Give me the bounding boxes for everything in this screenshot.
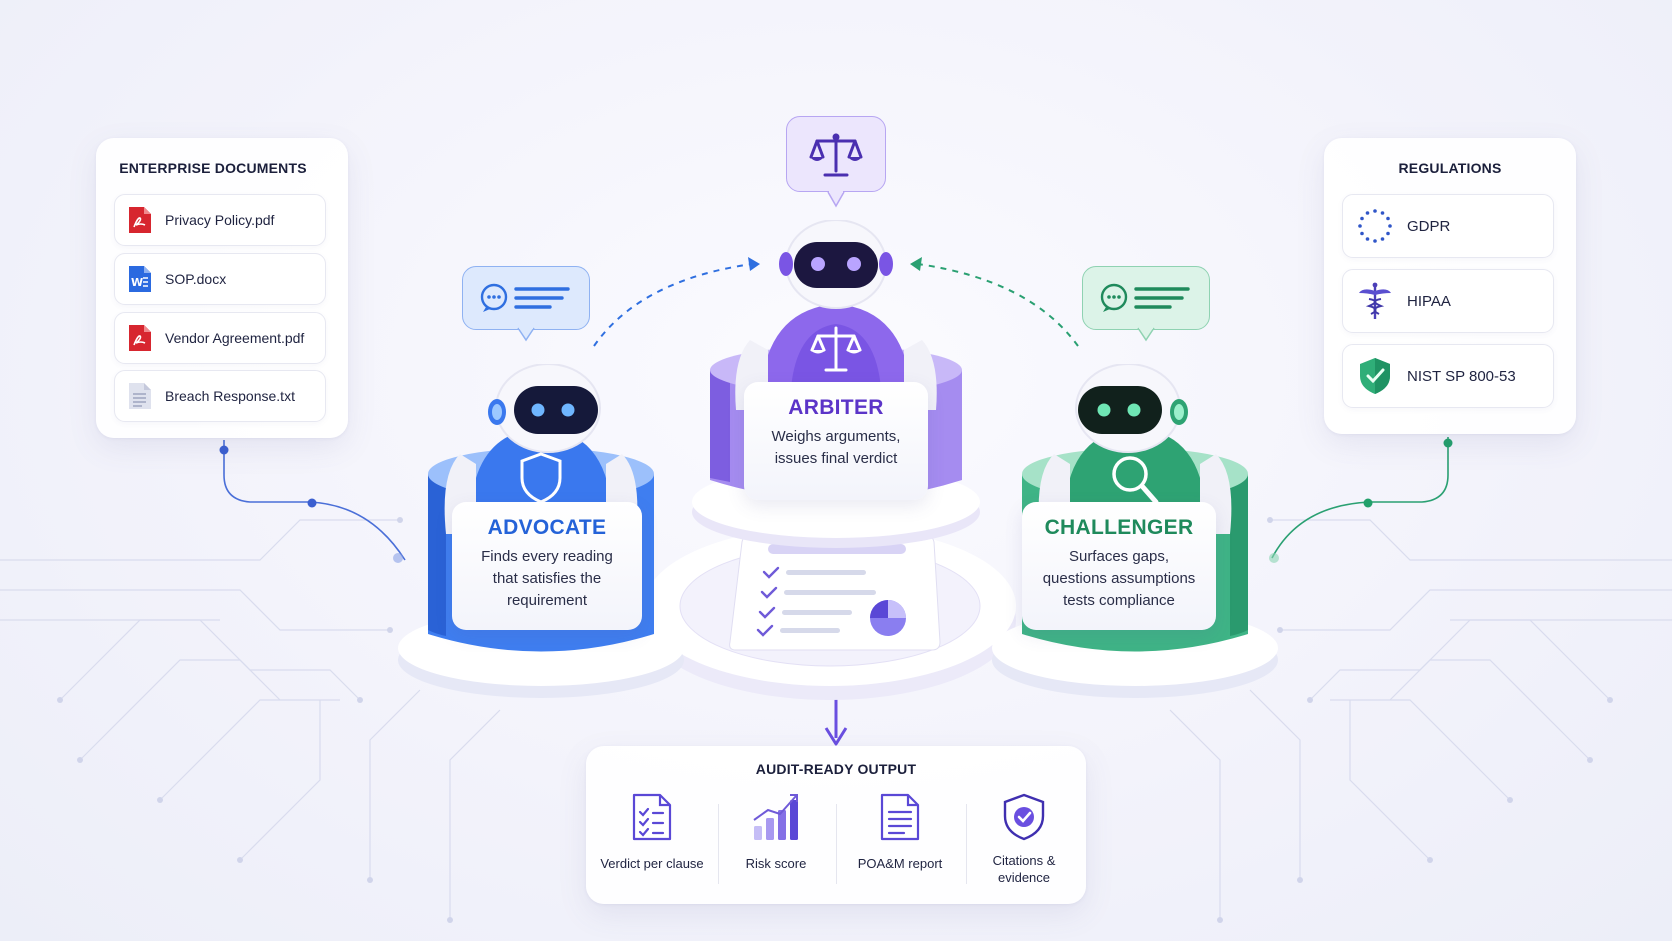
advocate-agent: ADVOCATE Finds every reading that satisf… [396,364,686,704]
pdf-file-icon [127,205,153,235]
scales-icon [809,133,863,177]
arbiter-desc-line: issues final verdict [774,450,898,467]
text-file-icon [127,381,153,411]
regulation-item-gdpr[interactable]: GDPR [1342,194,1554,258]
output-label: POA&M report [857,856,943,871]
regulations-card: REGULATIONS GDPR HIPAA [1324,138,1576,434]
shield-check-icon [1003,793,1045,841]
svg-text:W: W [131,276,143,289]
document-item-vendor-agreement[interactable]: Vendor Agreement.pdf [114,312,326,364]
chat-icon [480,283,570,312]
arbiter-title: ARBITER [788,396,884,419]
challenger-panel: CHALLENGER Surfaces gaps, questions assu… [1022,502,1216,630]
advocate-desc-line: that satisfies the [492,570,602,587]
document-label: SOP.docx [165,271,227,287]
challenger-desc-line: tests compliance [1063,592,1175,609]
output-item-poam-report[interactable]: POA&M report [840,792,960,872]
advocate-desc-line: Finds every reading [481,548,613,565]
document-label: Breach Response.txt [165,388,295,404]
enterprise-documents-card: ENTERPRISE DOCUMENTS Privacy Policy.pdf … [96,138,348,438]
audit-output-title: AUDIT-READY OUTPUT [755,761,917,777]
enterprise-documents-title: ENTERPRISE DOCUMENTS [119,160,307,176]
challenger-desc-line: Surfaces gaps, [1068,548,1170,565]
regulation-item-hipaa[interactable]: HIPAA [1342,269,1554,333]
output-divider [836,804,837,884]
challenger-chat-bubble [1082,266,1210,342]
shield-check-icon [1357,356,1393,396]
document-item-privacy-policy[interactable]: Privacy Policy.pdf [114,194,326,246]
output-label: Verdict per clause [600,856,704,871]
challenger-agent: CHALLENGER Surfaces gaps, questions assu… [990,364,1280,704]
regulation-label: HIPAA [1407,292,1451,310]
output-label: Citations & evidence [964,852,1084,886]
document-item-sop[interactable]: W SOP.docx [114,253,326,305]
output-divider [718,804,719,884]
regulation-label: NIST SP 800-53 [1407,367,1516,385]
bar-chart-icon [753,794,798,840]
output-divider [966,804,967,884]
document-label: Privacy Policy.pdf [165,212,275,228]
regulation-label: GDPR [1407,217,1451,235]
arbiter-desc-line: Weighs arguments, [771,428,901,445]
eu-stars-icon [1357,208,1393,244]
citations-label-line-2: evidence [997,870,1051,885]
advocate-chat-bubble [462,266,590,342]
output-label: Risk score [745,856,807,871]
challenger-title: CHALLENGER [1044,516,1194,539]
advocate-description: Finds every reading that satisfies the r… [452,546,642,612]
output-item-verdict[interactable]: Verdict per clause [592,792,712,872]
arbiter-scales-bubble [786,116,886,208]
output-item-risk-score[interactable]: Risk score [716,792,836,872]
advocate-panel: ADVOCATE Finds every reading that satisf… [452,502,642,630]
document-label: Vendor Agreement.pdf [165,330,305,346]
regulation-item-nist[interactable]: NIST SP 800-53 [1342,344,1554,408]
audit-output-card: AUDIT-READY OUTPUT Verdict per clause Ri… [586,746,1086,904]
word-file-icon: W [127,264,153,294]
document-item-breach-response[interactable]: Breach Response.txt [114,370,326,422]
arbiter-description: Weighs arguments, issues final verdict [744,426,928,470]
challenger-desc-line: questions assumptions [1042,570,1196,587]
checklist-document-icon [632,793,672,841]
chat-icon [1100,283,1190,312]
arbiter-panel: ARBITER Weighs arguments, issues final v… [744,382,928,500]
advocate-desc-line: requirement [506,592,588,609]
pdf-file-icon [127,323,153,353]
advocate-title: ADVOCATE [487,516,607,539]
arbiter-agent: ARBITER Weighs arguments, issues final v… [690,220,982,550]
citations-label-line-1: Citations & [992,853,1056,868]
report-document-icon [880,793,920,841]
caduceus-icon [1357,281,1393,321]
challenger-description: Surfaces gaps, questions assumptions tes… [1022,546,1216,612]
output-item-citations[interactable]: Citations & evidence [964,792,1084,886]
regulations-title: REGULATIONS [1398,160,1502,176]
